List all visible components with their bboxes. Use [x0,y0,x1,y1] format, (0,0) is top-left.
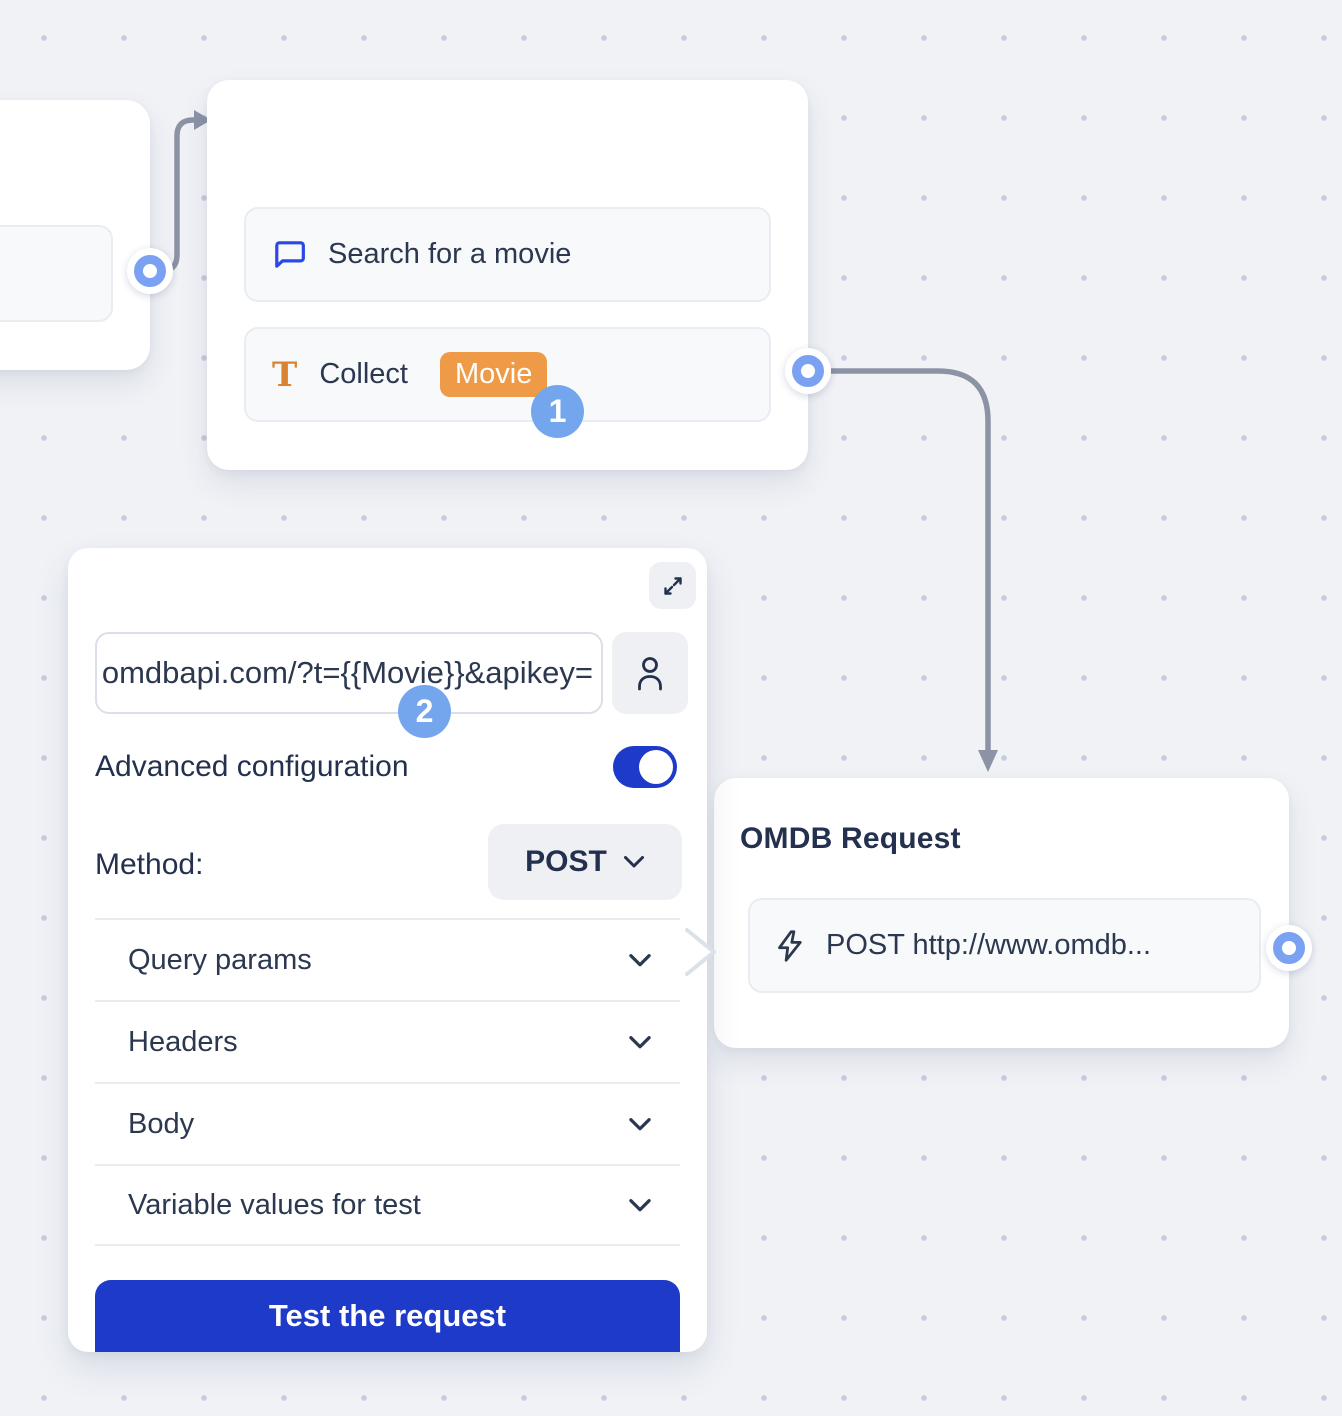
section-label: Query params [128,943,312,976]
editor-pointer-caret [685,928,716,976]
advanced-configuration-label: Advanced configuration [95,750,409,783]
step-badge-2: 2 [398,685,451,738]
output-port-omdb-request[interactable] [1266,925,1312,971]
section-label: Variable values for test [128,1188,421,1221]
node-movie-search[interactable]: Movie search Search for a movie T Collec… [207,80,808,470]
webhook-editor-panel: omdbapi.com/?t={{Movie}}&apikey= Advance… [68,548,707,1352]
node-title: OMDB Request [740,822,961,855]
url-input-value: omdbapi.com/?t={{Movie}}&apikey= [101,655,593,690]
node-item-label: Collect [319,358,408,390]
partial-node-item[interactable] [0,225,113,322]
output-port-movie-search[interactable] [785,348,831,394]
section-query-params[interactable]: Query params [95,918,680,1000]
expand-icon [663,576,682,595]
lightning-icon [778,929,802,962]
text-input-icon: T [272,354,298,395]
method-select[interactable]: POST [488,824,682,900]
editor-sections: Query params Headers Body Variable value… [95,918,680,1246]
node-omdb-request[interactable]: OMDB Request POST http://www.omdb... [714,778,1289,1048]
chevron-down-icon [629,1198,651,1211]
chevron-down-icon [629,1035,651,1048]
variable-badge-movie: Movie [439,352,548,397]
node-item-omdb-post[interactable]: POST http://www.omdb... [748,898,1261,993]
advanced-configuration-toggle[interactable] [613,746,677,788]
url-input[interactable]: omdbapi.com/?t={{Movie}}&apikey= [95,632,603,714]
chat-bubble-icon [275,240,305,268]
section-label: Headers [128,1025,238,1058]
chevron-down-icon [623,856,644,868]
section-label: Body [128,1107,195,1140]
node-item-label: POST http://www.omdb... [826,929,1152,961]
expand-button[interactable] [649,562,696,609]
node-item-search-for-a-movie[interactable]: Search for a movie [244,207,771,302]
node-item-label: Search for a movie [328,238,572,270]
toggle-knob [639,750,673,784]
chevron-down-icon [629,953,651,966]
partial-node[interactable] [0,100,150,370]
section-body[interactable]: Body [95,1082,680,1164]
output-port-partial-node[interactable] [127,248,173,294]
chevron-down-icon [629,1117,651,1130]
node-item-collect-movie[interactable]: T Collect Movie [244,327,771,422]
insert-variable-button[interactable] [612,632,688,714]
step-badge-1: 1 [531,385,584,438]
method-value: POST [525,845,607,878]
section-headers[interactable]: Headers [95,1000,680,1082]
method-label: Method: [95,848,204,881]
person-icon [638,657,662,691]
test-the-request-button[interactable]: Test the request [95,1280,680,1352]
section-variable-values-for-test[interactable]: Variable values for test [95,1164,680,1246]
